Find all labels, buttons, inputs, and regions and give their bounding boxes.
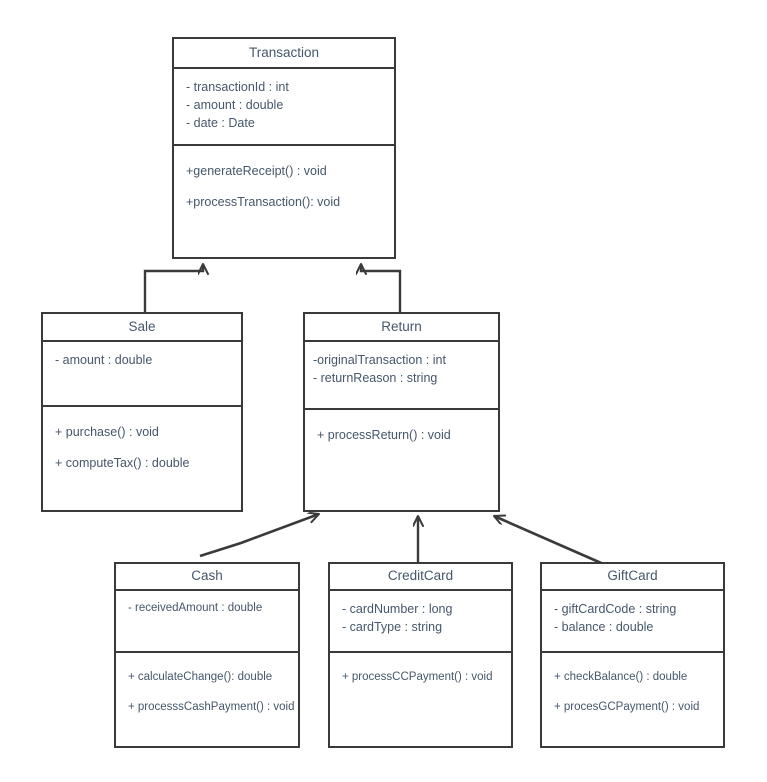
edge-cash-to-return [199,514,319,558]
uml-class-transaction[interactable]: Transaction - transactionId : int - amou… [172,37,396,259]
class-operations-sale: + purchase() : void + computeTax() : dou… [43,407,241,510]
uml-class-sale[interactable]: Sale - amount : double + purchase() : vo… [41,312,243,512]
operation: + calculateChange(): double [128,671,273,683]
class-operations-creditcard: + processCCPayment() : void [330,653,511,746]
class-name-cash: Cash [116,564,298,591]
edge-return-to-transaction [361,264,402,312]
class-attributes-sale: - amount : double [43,342,241,407]
attribute: - balance : double [554,620,654,635]
attribute: - cardNumber : long [342,602,453,616]
operation: + processCCPayment() : void [342,671,493,683]
attribute: - receivedAmount : double [128,602,263,614]
attribute: - cardType : string [342,620,443,635]
class-attributes-giftcard: - giftCardCode : string - balance : doub… [542,591,723,653]
class-name-sale: Sale [43,314,241,342]
attribute: - giftCardCode : string [554,602,677,616]
edge-giftcard-to-return [494,516,609,568]
class-name-return: Return [305,314,498,342]
operation: + checkBalance() : double [554,671,688,683]
class-attributes-creditcard: - cardNumber : long - cardType : string [330,591,511,653]
operation: + processsCashPayment() : void [128,700,295,713]
class-attributes-transaction: - transactionId : int - amount : double … [174,69,394,146]
operation: + purchase() : void [55,425,159,439]
attribute: - returnReason : string [313,371,438,386]
operation: +processTransaction(): void [186,195,341,210]
class-operations-cash: + calculateChange(): double + processsCa… [116,653,298,746]
attribute: - amount : double [186,98,284,113]
attribute: - transactionId : int [186,80,289,94]
class-name-giftcard: GiftCard [542,564,723,591]
uml-class-cash[interactable]: Cash - receivedAmount : double + calcula… [114,562,300,748]
class-operations-giftcard: + checkBalance() : double + procesGCPaym… [542,653,723,746]
attribute: -originalTransaction : int [313,353,446,367]
operation: + processReturn() : void [317,428,451,442]
class-operations-return: + processReturn() : void [305,410,498,510]
class-attributes-cash: - receivedAmount : double [116,591,298,653]
uml-class-return[interactable]: Return -originalTransaction : int - retu… [303,312,500,512]
operation: +generateReceipt() : void [186,164,327,178]
attribute: - amount : double [55,353,153,367]
uml-class-creditcard[interactable]: CreditCard - cardNumber : long - cardTyp… [328,562,513,748]
class-name-creditcard: CreditCard [330,564,511,591]
uml-class-giftcard[interactable]: GiftCard - giftCardCode : string - balan… [540,562,725,748]
attribute: - date : Date [186,116,255,131]
class-attributes-return: -originalTransaction : int - returnReaso… [305,342,498,410]
operation: + procesGCPayment() : void [554,700,700,713]
class-operations-transaction: +generateReceipt() : void +processTransa… [174,146,394,257]
class-name-transaction: Transaction [174,39,394,69]
operation: + computeTax() : double [55,456,190,471]
